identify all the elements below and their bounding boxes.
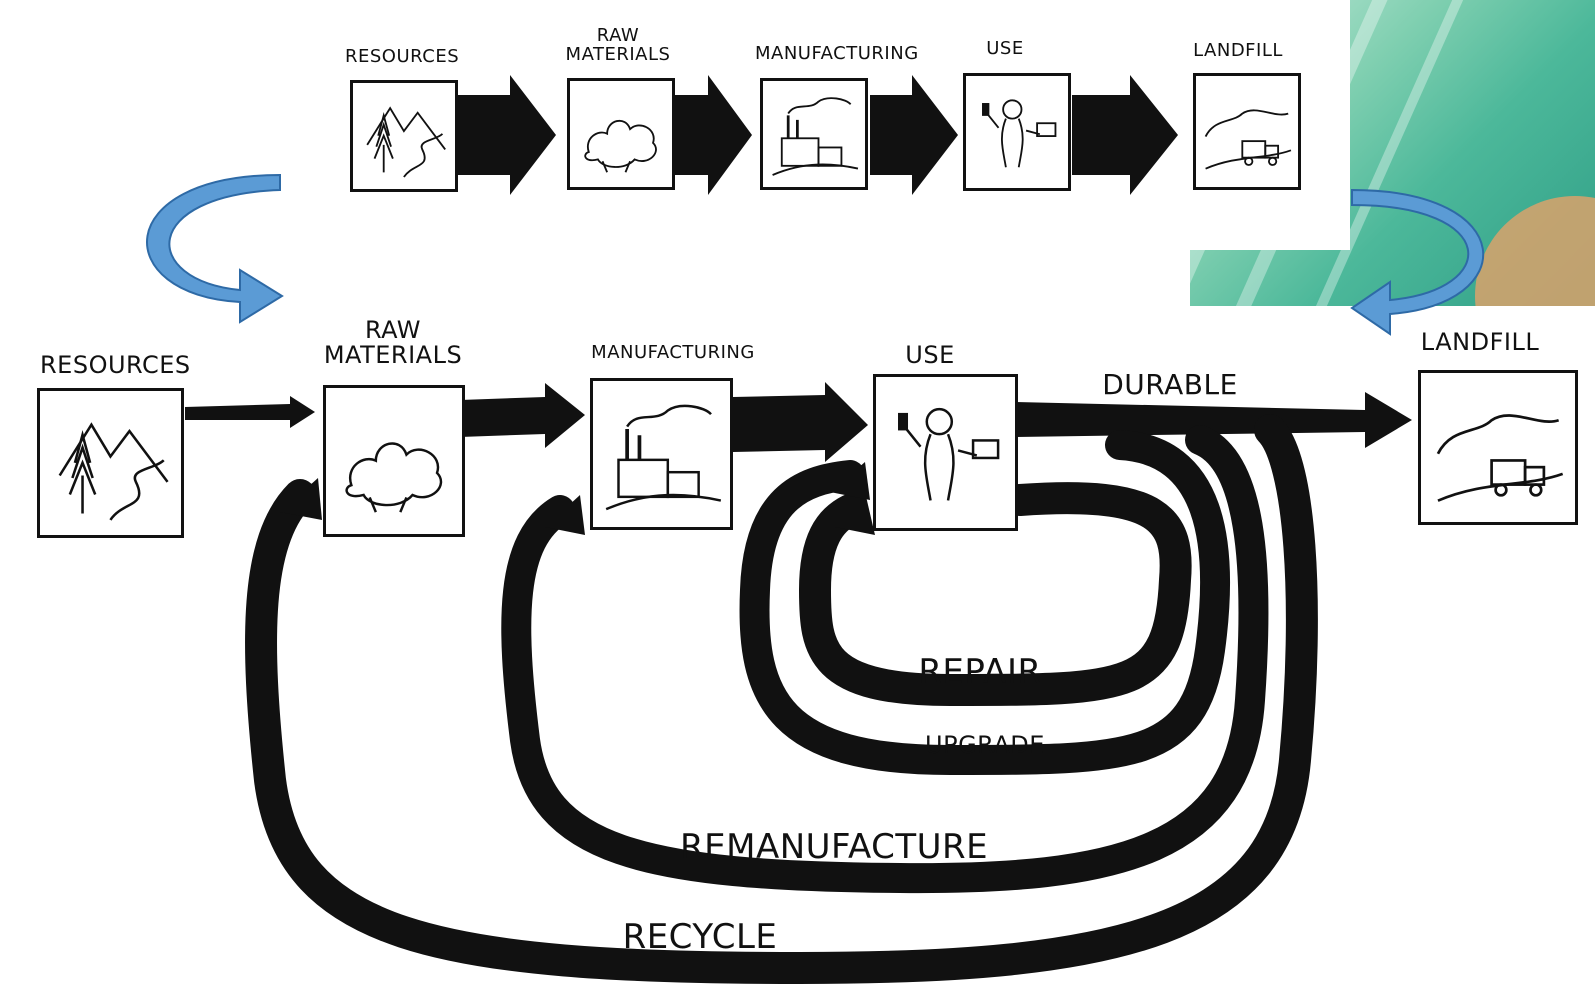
- bottom-arrow-2: [460, 383, 585, 448]
- raw-materials-icon: [584, 120, 657, 173]
- recycle-loop: [245, 414, 1318, 985]
- bottom-stage-box-use: [873, 374, 1018, 531]
- bottom-stage-label-raw-materials: RAW MATERIALS: [323, 316, 463, 370]
- bottom-stage-box-raw-materials: [323, 385, 465, 537]
- right-curved-arrow: [1350, 188, 1485, 336]
- raw-materials-icon: [345, 442, 442, 513]
- top-stage-box-raw-materials: [567, 78, 675, 190]
- top-stage-box-landfill: [1193, 73, 1301, 190]
- remanufacture-loop: [501, 425, 1269, 894]
- left-curved-arrow: [146, 173, 284, 324]
- upgrade-loop: [739, 430, 1231, 776]
- tree-mountain-icon: [366, 106, 447, 178]
- top-stage-box-use: [963, 73, 1071, 191]
- loop-flows: [245, 414, 1318, 985]
- bottom-stage-label-landfill: LANDFILL: [1420, 328, 1540, 356]
- bottom-stage-label-use: USE: [905, 341, 955, 369]
- upgrade-label: UPGRADE: [925, 731, 1045, 759]
- landfill-truck-icon: [1436, 414, 1563, 503]
- top-stage-label-landfill: LANDFILL: [1193, 40, 1283, 61]
- remanufacture-label: REMANUFACTURE: [680, 827, 989, 867]
- bottom-stage-box-landfill: [1418, 370, 1578, 525]
- top-arrow-2: [670, 75, 752, 195]
- bottom-stage-label-manufacturing: MANUFACTURING: [591, 342, 755, 363]
- top-stage-box-manufacturing: [760, 78, 868, 190]
- bottom-arrow-1: [185, 396, 315, 428]
- repair-label: REPAIR: [918, 652, 1042, 692]
- top-stage-label-manufacturing: MANUFACTURING: [755, 43, 919, 64]
- factory-icon: [605, 405, 721, 511]
- top-stage-label-resources: RESOURCES: [345, 46, 460, 67]
- top-arrow-3: [870, 75, 958, 195]
- person-using-devices-icon: [897, 407, 1000, 501]
- recycle-label: RECYCLE: [622, 917, 778, 957]
- tree-mountain-icon: [58, 422, 169, 521]
- bottom-arrow-3: [733, 382, 868, 462]
- bottom-stage-box-manufacturing: [590, 378, 733, 530]
- top-stage-box-resources: [350, 80, 458, 192]
- person-using-devices-icon: [982, 98, 1057, 168]
- top-arrow-1: [455, 75, 556, 195]
- durable-label: DURABLE: [1102, 368, 1238, 401]
- repair-loop: [798, 482, 1192, 707]
- bottom-stage-box-resources: [37, 388, 184, 538]
- top-stage-label-use: USE: [986, 38, 1024, 59]
- factory-icon: [772, 97, 859, 177]
- top-row-arrows: [455, 75, 1178, 195]
- landfill-truck-icon: [1204, 108, 1292, 170]
- top-stage-label-raw-materials: RAW MATERIALS: [565, 25, 671, 65]
- bottom-stage-label-resources: RESOURCES: [40, 351, 191, 379]
- top-arrow-4: [1072, 75, 1178, 195]
